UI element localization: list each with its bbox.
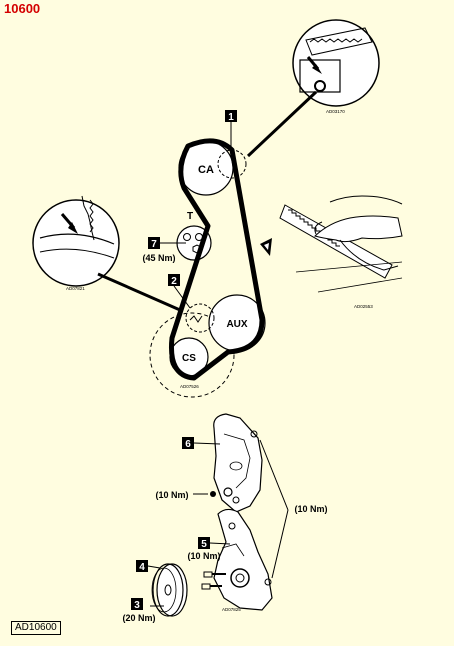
lower-timing-cover: AD07825 [213,508,273,612]
label-crankshaft: CS [182,353,196,364]
callout-2: 2 [168,274,191,309]
svg-text:3: 3 [134,600,140,611]
figure-code-layout: AD07526 [180,384,199,389]
torque-tensioner: (45 Nm) [142,253,175,263]
crank-mark-circle [185,303,215,333]
svg-text:7: 7 [151,239,157,250]
reference-number: 10600 [4,1,41,16]
svg-text:2: 2 [171,276,177,287]
camshaft-detail: AD03170 [292,19,380,114]
svg-text:5: 5 [201,539,207,550]
figure-code-belt: AD02553 [354,304,373,309]
label-auxiliary: AUX [226,319,247,330]
torque-cover-upper-left: (10 Nm) [155,490,188,500]
figure-code-crank: AD07821 [66,286,85,291]
figure-code-covers: AD07825 [222,607,241,612]
leader-line-crank [97,272,181,312]
torque-cover-right: (10 Nm) [294,504,327,514]
leader-line-camshaft [246,90,318,158]
crank-detail: AD07821 [32,195,120,291]
figure-code-camshaft: AD03170 [326,109,345,114]
callout-5: 5 [198,537,231,550]
camshaft-mark-circle [217,149,247,179]
crank-pulley [150,563,188,617]
torque-cover-mid: (10 Nm) [187,551,220,561]
torque-pulley: (20 Nm) [122,613,155,623]
pulleys [169,140,266,377]
belt-detail: AD02553 [279,195,403,309]
svg-text:4: 4 [139,562,145,573]
crankshaft-dashed-circle [149,312,235,398]
callout-3: 3 [131,598,143,611]
callout-7: 7 [148,237,186,250]
svg-text:1: 1 [228,112,234,123]
label-tensioner: T [187,211,193,222]
svg-text:6: 6 [185,439,191,450]
callout-4: 4 [136,560,161,573]
label-camshaft: CA [198,164,214,176]
reference-code-box: AD10600 [11,621,61,635]
cover-bolts [193,439,289,590]
upper-timing-cover [213,413,263,513]
callout-1: 1 [225,110,237,152]
callout-6: 6 [182,437,221,450]
timing-belt [168,138,265,381]
